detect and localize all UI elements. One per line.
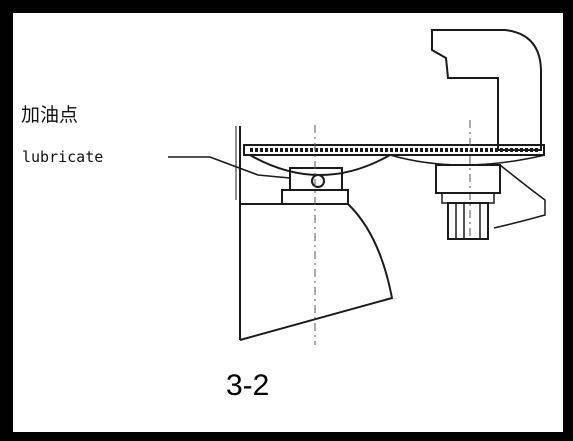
right-hub	[435, 164, 546, 240]
upper-bracket	[431, 29, 542, 151]
rail-housing	[249, 154, 391, 176]
figure-number: 3-2	[226, 369, 270, 402]
lubrication-point-label-chinese: 加油点	[21, 104, 79, 126]
lower-body	[239, 203, 394, 341]
leader-line	[168, 156, 291, 179]
lubrication-point-label-english: lubricate	[22, 148, 104, 166]
housing-left	[235, 126, 241, 340]
rail-housing-right	[389, 154, 546, 166]
gear-rail	[243, 144, 545, 156]
